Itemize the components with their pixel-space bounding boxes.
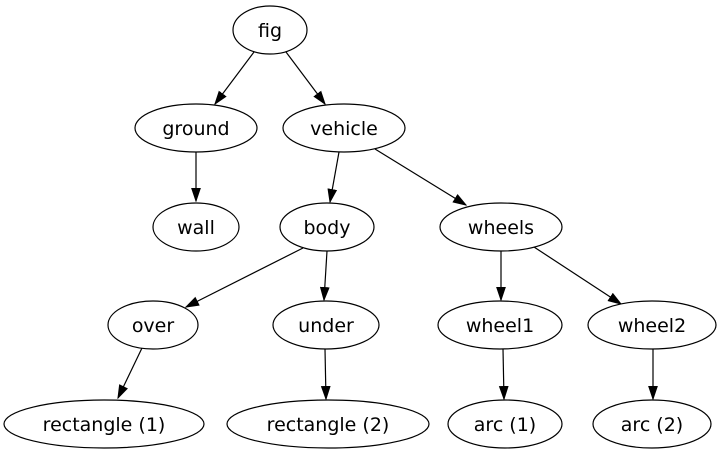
node-wheels-label: wheels — [468, 217, 534, 239]
node-wall-shape — [152, 202, 240, 252]
node-wheel1-shape — [437, 300, 563, 350]
node-over-label: over — [132, 315, 175, 337]
node-fig-shape — [232, 5, 308, 55]
node-rectangle2: rectangle (2) — [226, 399, 430, 449]
edge-body-under — [324, 250, 327, 300]
node-wall-label: wall — [177, 217, 215, 239]
node-vehicle-label: vehicle — [310, 118, 378, 140]
edge-over-rectangle1 — [118, 347, 143, 398]
edge-wheels-wheel2 — [533, 246, 621, 304]
edge-fig-ground — [215, 51, 255, 104]
nodes-layer: fig ground vehicle wall body wheels — [3, 5, 717, 449]
node-arc1: arc (1) — [447, 399, 563, 449]
edge-vehicle-wheels — [374, 148, 466, 205]
node-wheels-shape — [439, 202, 563, 252]
node-ground-shape — [134, 103, 258, 153]
node-rectangle2-label: rectangle (2) — [267, 414, 390, 436]
node-wheel1: wheel1 — [437, 300, 563, 350]
edge-wheel1-arc1 — [503, 348, 504, 399]
node-body-label: body — [304, 217, 351, 239]
node-vehicle: vehicle — [282, 103, 406, 153]
edges-layer — [118, 51, 653, 399]
node-under: under — [272, 300, 380, 350]
node-rectangle1-label: rectangle (1) — [43, 414, 166, 436]
node-body: body — [279, 202, 375, 252]
node-under-shape — [272, 300, 380, 350]
node-wall: wall — [152, 202, 240, 252]
node-arc1-label: arc (1) — [474, 414, 536, 436]
node-fig: fig — [232, 5, 308, 55]
node-arc2-label: arc (2) — [621, 414, 683, 436]
node-ground-label: ground — [162, 118, 229, 140]
edge-fig-vehicle — [285, 51, 325, 104]
node-arc2: arc (2) — [592, 399, 712, 449]
node-under-label: under — [298, 315, 354, 337]
node-wheel2: wheel2 — [587, 300, 717, 350]
node-arc1-shape — [447, 399, 563, 449]
node-fig-label: fig — [258, 20, 282, 42]
node-arc2-shape — [592, 399, 712, 449]
node-wheels: wheels — [439, 202, 563, 252]
node-over: over — [107, 300, 199, 350]
node-over-shape — [107, 300, 199, 350]
node-wheel2-label: wheel2 — [618, 315, 686, 337]
node-rectangle1-shape — [3, 399, 205, 449]
node-rectangle2-shape — [226, 399, 430, 449]
node-wheel1-label: wheel1 — [466, 315, 534, 337]
node-ground: ground — [134, 103, 258, 153]
edge-under-rectangle2 — [325, 348, 326, 399]
node-vehicle-shape — [282, 103, 406, 153]
node-rectangle1: rectangle (1) — [3, 399, 205, 449]
node-wheel2-shape — [587, 300, 717, 350]
edge-vehicle-body — [330, 151, 340, 202]
node-body-shape — [279, 202, 375, 252]
edge-body-over — [186, 247, 304, 307]
